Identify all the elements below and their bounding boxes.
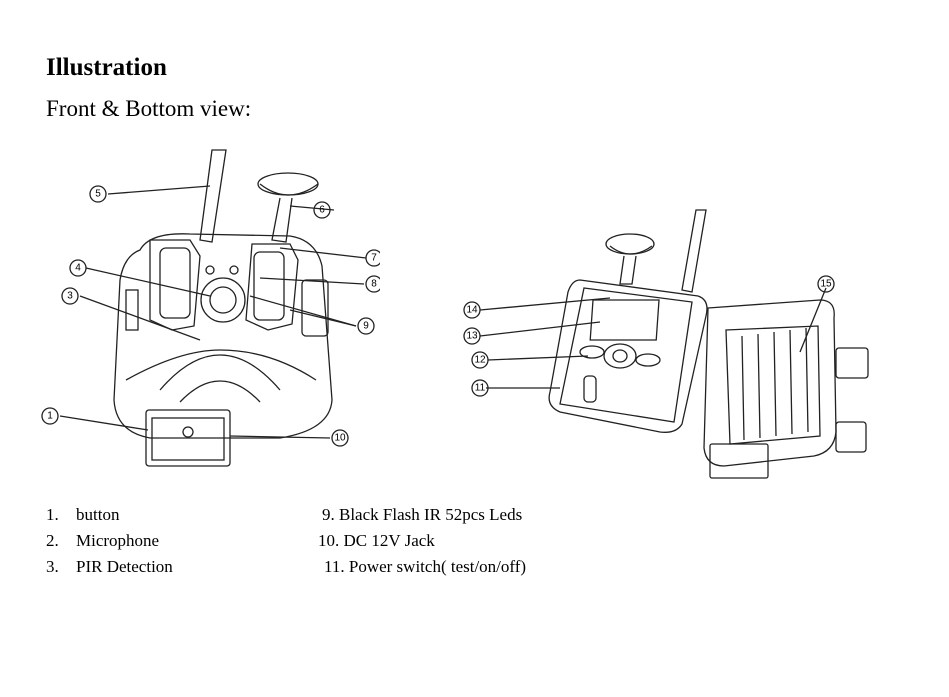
- open-view-drawing: 11 12 13 14 15: [463, 209, 869, 479]
- callout-1: 1: [47, 411, 53, 422]
- parts-list-right: 9. Black Flash IR 52pcs Leds 10. DC 12V …: [318, 502, 527, 580]
- list-item: 10. DC 12V Jack: [318, 531, 435, 550]
- list-item: 9. Black Flash IR 52pcs Leds: [322, 505, 523, 524]
- callout-6: 6: [319, 205, 325, 216]
- list-number: 2.: [46, 531, 59, 550]
- callout-13: 13: [466, 331, 478, 342]
- list-label: PIR Detection: [76, 557, 173, 576]
- front-view-drawing: 1 3 4 5 6 7 8 9 10: [41, 149, 380, 467]
- callout-10: 10: [334, 433, 346, 444]
- callout-4: 4: [75, 263, 81, 274]
- parts-list-left: 1. button 2. Microphone 3. PIR Detection: [46, 502, 173, 580]
- list-item: 2. Microphone: [46, 528, 173, 554]
- list-label: Microphone: [76, 531, 160, 550]
- page-heading: Illustration: [46, 54, 167, 81]
- list-number: 1.: [46, 505, 59, 524]
- callout-9: 9: [363, 321, 369, 332]
- list-item: 3. PIR Detection: [46, 554, 173, 580]
- callout-8: 8: [371, 279, 377, 290]
- list-item: 11. Power switch( test/on/off): [324, 557, 527, 576]
- callout-15: 15: [820, 279, 832, 290]
- callout-5: 5: [95, 189, 101, 200]
- list-item: 1. button: [46, 502, 173, 528]
- callout-14: 14: [466, 305, 478, 316]
- callout-7: 7: [371, 253, 377, 264]
- page-subheading: Front & Bottom view:: [46, 96, 252, 121]
- callout-11: 11: [475, 383, 486, 394]
- callout-12: 12: [474, 355, 486, 366]
- list-label: button: [76, 505, 120, 524]
- list-number: 3.: [46, 557, 59, 576]
- callout-3: 3: [67, 291, 73, 302]
